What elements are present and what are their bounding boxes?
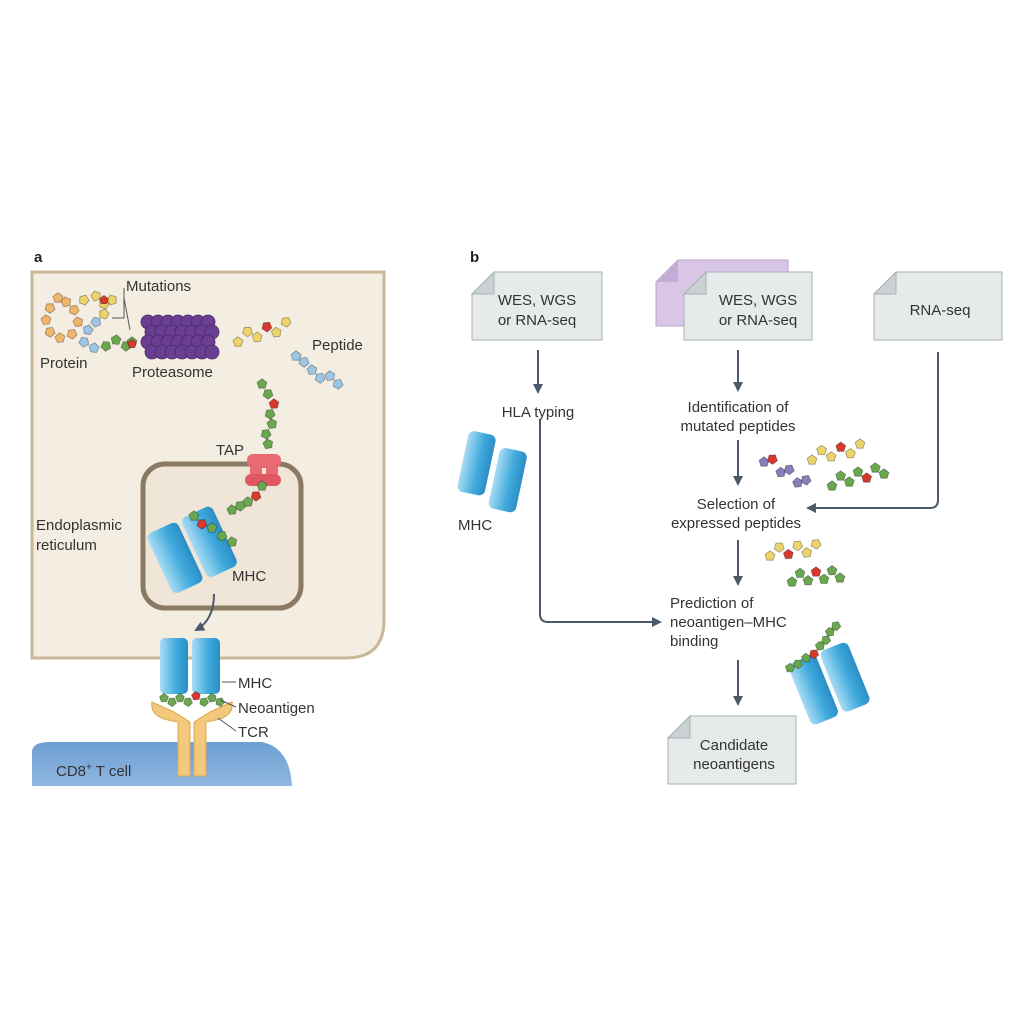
doc-right: RNA-seq	[872, 270, 1003, 341]
label-tcr: TCR	[238, 724, 269, 741]
step3-line1: Prediction of	[670, 595, 754, 612]
tap-transporter	[245, 454, 281, 486]
protein-chain	[40, 290, 138, 354]
step3-line3: binding	[670, 633, 718, 650]
doc-left: WES, WGS or RNA-seq	[470, 270, 603, 341]
doc-middle-line2: or RNA-seq	[719, 312, 797, 329]
expressed-peptides-cluster	[764, 538, 846, 587]
mhc-binding-icon	[789, 642, 870, 725]
flow-arrows	[533, 350, 939, 706]
step1-line1: Identification of	[688, 399, 790, 416]
panel-b-letter: b	[470, 249, 479, 266]
peptide-blue	[290, 350, 344, 390]
step2-line2: expressed peptides	[671, 515, 801, 532]
doc-right-line1: RNA-seq	[910, 302, 971, 319]
mhc-er	[147, 506, 237, 594]
tcr	[151, 701, 233, 777]
mhc-surface	[160, 638, 220, 694]
peptide-green-transport	[256, 378, 280, 450]
label-t-cell: CD8+ T cell	[56, 762, 131, 780]
export-arrow	[194, 593, 215, 631]
label-neoantigen: Neoantigen	[238, 700, 315, 717]
proteasome	[140, 314, 220, 360]
label-er-line1: Endoplasmic	[36, 517, 122, 534]
step2-line1: Selection of	[697, 496, 776, 513]
label-protein: Protein	[40, 355, 88, 372]
output-line1: Candidate	[700, 737, 768, 754]
mhc-binding-peptide	[784, 621, 842, 673]
label-er-line2: reticulum	[36, 537, 97, 554]
mutated-peptides-cluster	[758, 438, 890, 491]
doc-middle: WES, WGS or RNA-seq	[655, 259, 813, 341]
doc-left-line1: WES, WGS	[498, 292, 576, 309]
mhc-icon-b	[457, 431, 527, 513]
step1-line2: mutated peptides	[680, 418, 795, 435]
hla-typing: HLA typing	[502, 404, 575, 421]
panel-a: a	[30, 249, 386, 786]
mhc-label-b: MHC	[458, 517, 492, 534]
doc-output: Candidate neoantigens	[666, 714, 797, 785]
neoantigen-peptide	[159, 690, 226, 708]
label-tap: TAP	[216, 442, 244, 459]
panel-b: b WES, WGS or RNA-seq WES, WGS or RNA-se…	[457, 249, 1003, 785]
label-mhc-er: MHC	[232, 568, 266, 585]
step3-line2: neoantigen–MHC	[670, 614, 787, 631]
peptide-green-mhc-er	[188, 510, 238, 547]
peptide-green-er	[226, 480, 268, 515]
output-line2: neoantigens	[693, 756, 775, 773]
t-cell	[32, 742, 292, 786]
label-peptide: Peptide	[312, 337, 363, 354]
peptide-yellow	[232, 316, 292, 347]
leader-lines-a	[112, 288, 237, 732]
label-proteasome: Proteasome	[132, 364, 213, 381]
doc-left-line2: or RNA-seq	[498, 312, 576, 329]
panel-a-letter: a	[34, 249, 43, 266]
doc-middle-line1: WES, WGS	[719, 292, 797, 309]
label-mutations: Mutations	[126, 278, 191, 295]
label-mhc-surface: MHC	[238, 675, 272, 692]
